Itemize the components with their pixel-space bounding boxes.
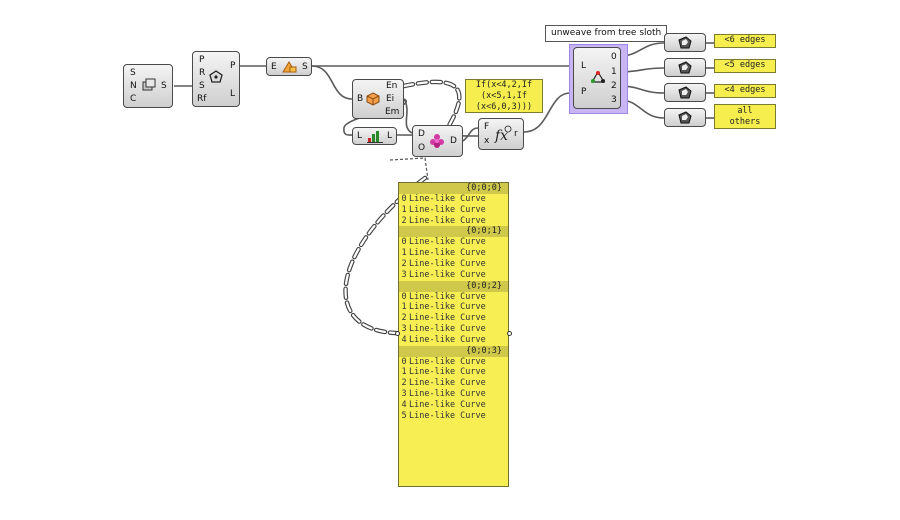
output-port-D[interactable]: D: [450, 136, 457, 146]
geometry-icon: [678, 36, 692, 49]
output-port-L[interactable]: L: [387, 131, 393, 141]
svg-text:fx: fx: [494, 128, 508, 144]
input-port-E[interactable]: E: [271, 62, 277, 72]
input-port-F[interactable]: F: [484, 122, 490, 132]
geometry-param-1[interactable]: [664, 58, 706, 77]
box-edges-component[interactable]: B En Ei Em: [352, 79, 404, 119]
output-port-2[interactable]: 2: [611, 81, 617, 91]
input-port-D[interactable]: D: [418, 129, 425, 139]
input-port-N[interactable]: N: [130, 81, 137, 91]
wire-expr-to-unweave-P: [523, 92, 571, 133]
input-port-P[interactable]: P: [581, 87, 587, 97]
output-port-P[interactable]: P: [230, 61, 236, 71]
branch-path: {0;0;1}: [399, 226, 508, 238]
geometry-icon: [678, 111, 692, 124]
wire-edges-to-divide: [403, 98, 413, 134]
unweave-icon: [590, 70, 606, 83]
input-port-x[interactable]: x: [484, 136, 490, 146]
component-tooltip: unweave from tree sloth: [545, 25, 668, 42]
surface-component[interactable]: S N C S: [123, 64, 173, 108]
input-port-O[interactable]: O: [418, 143, 426, 153]
output-note-3[interactable]: all others: [714, 104, 776, 129]
input-port-S[interactable]: S: [130, 68, 136, 78]
output-note-0[interactable]: <6 edges: [714, 34, 776, 48]
list-length-component[interactable]: L L: [352, 127, 397, 145]
input-port-B[interactable]: B: [357, 94, 364, 104]
geometry-icon: [678, 61, 692, 74]
box-edges-icon: [366, 92, 380, 106]
unweave-component[interactable]: L P 0 1 2 3: [573, 47, 621, 109]
explode-component[interactable]: E S: [266, 57, 312, 76]
input-port-P[interactable]: P: [199, 55, 205, 65]
output-note-1[interactable]: <5 edges: [714, 59, 776, 73]
geometry-icon: [678, 86, 692, 99]
geometry-param-2[interactable]: [664, 83, 706, 102]
fx-icon: fx: [494, 125, 512, 144]
output-port-Ei[interactable]: Ei: [386, 94, 395, 104]
output-port-Em[interactable]: Em: [385, 107, 400, 117]
input-port-Rf[interactable]: Rf: [197, 94, 207, 104]
panel-output-grip[interactable]: [507, 331, 512, 336]
wire-explode-to-edges: [311, 65, 353, 100]
input-port-L[interactable]: L: [581, 61, 587, 71]
polygon-icon: [209, 70, 223, 83]
output-note-2[interactable]: <4 edges: [714, 84, 776, 98]
output-port-0[interactable]: 0: [611, 52, 617, 62]
expression-component[interactable]: F x fx r: [478, 118, 524, 150]
list-length-icon: [367, 131, 383, 143]
flower-component[interactable]: D O D: [412, 125, 463, 157]
flower-icon: [430, 134, 444, 148]
wire-divide-to-expr-F: [462, 127, 479, 142]
output-port-L[interactable]: L: [230, 89, 236, 99]
polygon-component[interactable]: P R S Rf P L: [192, 51, 240, 107]
output-port-En[interactable]: En: [386, 81, 398, 91]
branch-path: {0;0;3}: [399, 345, 508, 357]
panel-input-grip[interactable]: [395, 331, 400, 336]
geometry-param-3[interactable]: [664, 108, 706, 127]
surface-icon: [142, 78, 156, 91]
branch-path: {0;0;0}: [399, 183, 508, 194]
expression-note[interactable]: If(x<4,2,If (x<5,1,If (x<6,0,3))): [465, 79, 543, 113]
output-port-S[interactable]: S: [161, 81, 167, 91]
output-port-r[interactable]: r: [514, 129, 518, 139]
input-port-S[interactable]: S: [199, 81, 205, 91]
branch-path: {0;0;2}: [399, 280, 508, 292]
input-port-C[interactable]: C: [130, 94, 137, 104]
geometry-param-0[interactable]: [664, 33, 706, 52]
explode-icon: [282, 61, 297, 73]
input-port-R[interactable]: R: [199, 68, 206, 78]
output-port-S[interactable]: S: [302, 62, 308, 72]
input-port-L[interactable]: L: [357, 131, 363, 141]
output-port-3[interactable]: 3: [611, 95, 617, 105]
output-port-1[interactable]: 1: [611, 67, 617, 77]
